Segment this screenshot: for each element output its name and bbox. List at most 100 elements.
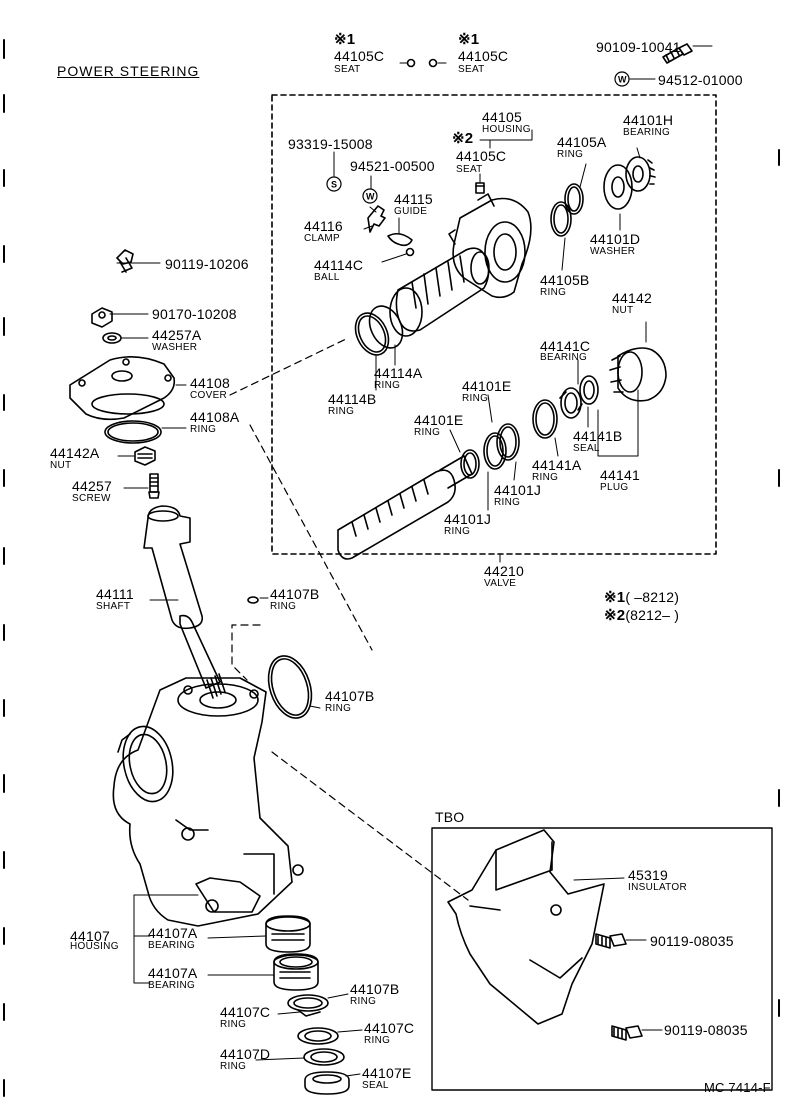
valve-group-box — [272, 95, 716, 554]
part-no-44107E: 44107E — [362, 1065, 412, 1081]
piston-rings — [349, 301, 409, 361]
part-name-44114C: BALL — [314, 272, 340, 283]
part-name-45319: INSULATOR — [628, 882, 688, 893]
note-1-mark: ※1 — [604, 589, 626, 606]
svg-text:W: W — [618, 75, 627, 85]
part-name-44142A: NUT — [50, 460, 72, 471]
ring-44107B-large — [261, 650, 319, 723]
part-no-44101H: 44101H — [623, 112, 674, 128]
part-no-44108A: 44108A — [190, 409, 240, 425]
part-no-90109-10041: 90109-10041 — [596, 39, 681, 55]
guide-clamp-ball — [368, 206, 414, 256]
part-name-44142: NUT — [612, 305, 634, 316]
part-name-44105A: RING — [557, 149, 584, 160]
part-name-44141C: BEARING — [540, 352, 588, 363]
part-no-93319-15008: 93319-15008 — [288, 136, 373, 152]
spool-sleeve — [390, 248, 489, 336]
screw-44257 — [149, 474, 159, 498]
bottom-bearings-seals — [266, 916, 349, 1094]
part-name-44257A: WASHER — [152, 342, 198, 353]
washer-symbols — [327, 72, 629, 203]
part-name-44108: COVER — [190, 390, 228, 401]
inset-title: TBO — [435, 809, 465, 825]
part-no-44142A: 44142A — [50, 445, 100, 461]
part-no-44107A-b: 44107A — [148, 965, 198, 981]
part-no-44142: 44142 — [612, 290, 652, 306]
note-1-text: ( –8212) — [625, 589, 680, 605]
part-name-44111: SHAFT — [96, 601, 131, 612]
part-no-44105C-c: 44105C — [456, 148, 507, 164]
mark-p6: ※2 — [452, 130, 474, 147]
page-title: POWER STEERING — [57, 63, 200, 79]
part-name-44107D: RING — [220, 1061, 247, 1072]
part-name-44107C-b: RING — [364, 1035, 391, 1046]
part-no-44107C-a: 44107C — [220, 1004, 271, 1020]
dashed-leaders — [230, 339, 468, 900]
part-no-44105: 44105 — [482, 109, 522, 125]
part-no-44101E-a: 44101E — [462, 378, 512, 394]
gear-housing — [113, 678, 303, 926]
part-no-44114B: 44114B — [328, 391, 377, 407]
svg-text:S: S — [331, 180, 337, 190]
part-no-44116: 44116 — [304, 218, 343, 234]
leader-lines — [110, 46, 712, 1076]
washer-44257A — [103, 333, 121, 343]
part-no-44105C-b: 44105C — [458, 48, 509, 64]
note-2-mark: ※2 — [604, 607, 626, 624]
part-name-44105C-c: SEAT — [456, 164, 483, 175]
part-name-44105C-b: SEAT — [458, 64, 485, 75]
part-no-44101E-b: 44101E — [414, 412, 464, 428]
insulator-45319 — [448, 830, 604, 1024]
part-no-44114C: 44114C — [314, 257, 364, 273]
part-no-90119-10206: 90119-10206 — [165, 256, 249, 272]
svg-text:W: W — [366, 192, 375, 202]
shaft-44111 — [144, 506, 225, 698]
part-no-44114A: 44114A — [374, 365, 423, 381]
note-2: ※2(8212– ) — [604, 608, 679, 623]
bolt-90109 — [663, 44, 692, 63]
mark-p1: ※1 — [334, 31, 356, 48]
part-name-44210: VALVE — [484, 578, 517, 589]
part-name-44257: SCREW — [72, 493, 111, 504]
part-name-44101J-b: RING — [444, 526, 471, 537]
part-name-44101E-b: RING — [414, 427, 441, 438]
part-no-44141: 44141 — [600, 467, 640, 483]
part-name-44141A: RING — [532, 472, 559, 483]
cover-44108 — [70, 357, 174, 420]
part-no-44111: 44111 — [96, 586, 134, 602]
part-name-44101J-a: RING — [494, 497, 521, 508]
part-name-44141B: SEAL — [573, 443, 600, 454]
part-no-90119-08035-b: 90119-08035 — [664, 1022, 748, 1038]
part-no-45319: 45319 — [628, 867, 668, 883]
nut-44142A — [135, 447, 155, 465]
plug-and-nut — [533, 348, 666, 438]
part-no-90170-10208: 90170-10208 — [152, 306, 237, 322]
part-name-44114B: RING — [328, 406, 355, 417]
housing-rings — [551, 157, 655, 236]
part-name-44101E-a: RING — [462, 393, 489, 404]
part-name-44105B: RING — [540, 287, 567, 298]
part-name-44108A: RING — [190, 424, 217, 435]
note-2-text: (8212– ) — [625, 607, 680, 623]
ring-44107B-small — [248, 597, 258, 603]
part-no-94521-00500: 94521-00500 — [350, 158, 435, 174]
part-no-44141B: 44141B — [573, 428, 623, 444]
part-name-44107A-a: BEARING — [148, 940, 196, 951]
ring-44108A — [105, 421, 161, 443]
part-no-44107: 44107 — [70, 928, 110, 944]
part-name-44107C-a: RING — [220, 1019, 247, 1030]
part-no-44105B: 44105B — [540, 272, 590, 288]
part-no-44257: 44257 — [72, 478, 112, 494]
part-no-44141C: 44141C — [540, 338, 591, 354]
part-no-44115: 44115 — [394, 191, 433, 207]
part-no-44141A: 44141A — [532, 457, 582, 473]
part-no-44257A: 44257A — [152, 327, 202, 343]
note-1: ※1( –8212) — [604, 590, 679, 605]
part-no-44107A-a: 44107A — [148, 925, 198, 941]
mark-p2: ※1 — [458, 31, 480, 48]
valve-housing — [449, 194, 531, 297]
symbol-letters: W S W — [331, 75, 627, 202]
part-name-44107B-b: RING — [325, 703, 352, 714]
figure-code: MC 7414-F — [704, 1080, 771, 1095]
